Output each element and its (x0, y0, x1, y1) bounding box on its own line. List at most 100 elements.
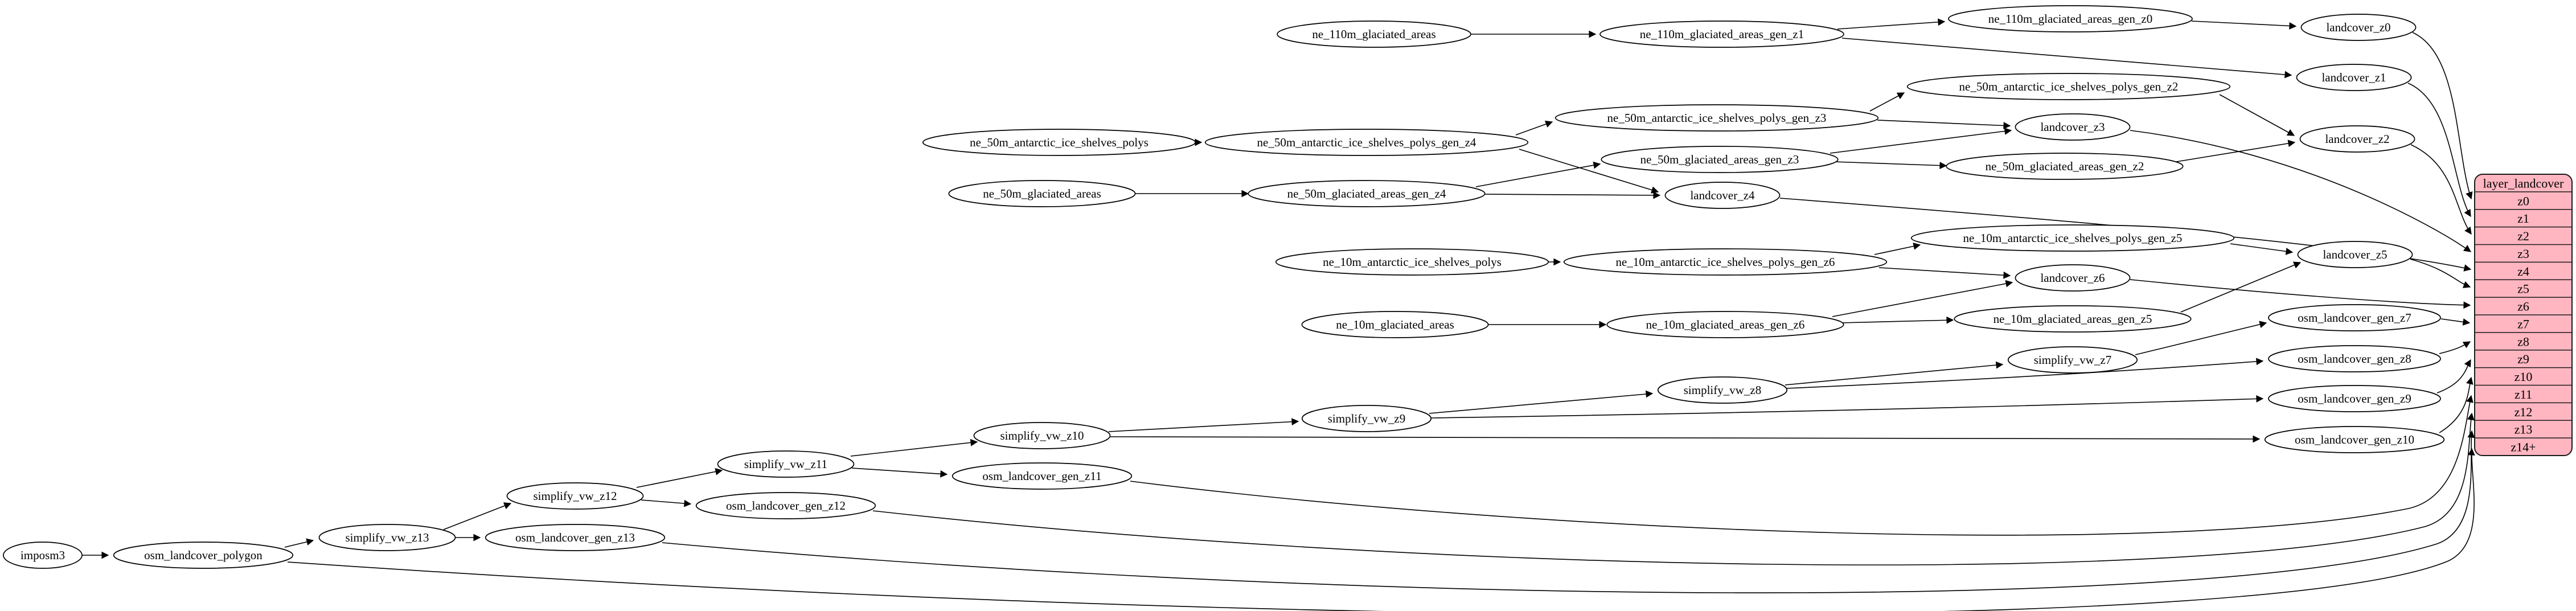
edge-ne_10m_glaciated_areas_gen_z6--ne_10m_glaciated_areas_gen_z5 (1840, 316, 1954, 324)
table-row-z7: z7 (2517, 317, 2529, 331)
node-osm_landcover_gen_z13: osm_landcover_gen_z13 (485, 524, 666, 551)
node-ne_50m_antarctic_ice_shelves_polys_gen_z2: ne_50m_antarctic_ice_shelves_polys_gen_z… (1906, 73, 2231, 100)
node-ne_110m_glaciated_areas: ne_110m_glaciated_areas (1277, 20, 1471, 48)
table-row-z14+: z14+ (2511, 440, 2536, 454)
node-landcover_z0: landcover_z0 (2300, 14, 2417, 41)
node-label-osm_landcover_gen_z13: osm_landcover_gen_z13 (515, 531, 635, 544)
node-osm_landcover_gen_z11: osm_landcover_gen_z11 (951, 462, 1133, 490)
layer-landcover-table: layer_landcoverz0z1z2z3z4z5z6z7z8z9z10z1… (2474, 174, 2573, 456)
edge-ne_10m_antarctic_ice_shelves_polys_gen_z6--landcover_z6 (1878, 267, 2011, 279)
node-landcover_z1: landcover_z1 (2296, 64, 2412, 91)
table-row-z11: z11 (2515, 387, 2532, 401)
edge-ne_50m_antarctic_ice_shelves_polys_gen_z2--landcover_z2 (2219, 94, 2295, 136)
nodes-layer: ne_110m_glaciated_areas ne_110m_glaciated… (3, 5, 2445, 569)
node-simplify_vw_z9: simplify_vw_z9 (1301, 405, 1432, 432)
edge-ne_50m_antarctic_ice_shelves_polys_gen_z3--ne_50m_antarctic_ice_shelves_polys_gen_z2 (1869, 92, 1905, 112)
node-imposm3: imposm3 (3, 542, 83, 569)
edge-ne_10m_glaciated_areas_gen_z5--landcover_z5 (2180, 261, 2302, 313)
edge-ne_50m_antarctic_ice_shelves_polys_gen_z3--landcover_z3 (1877, 120, 2011, 129)
node-osm_landcover_gen_z8: osm_landcover_gen_z8 (2268, 345, 2441, 372)
node-label-osm_landcover_gen_z9: osm_landcover_gen_z9 (2298, 392, 2411, 405)
edge-simplify_vw_z12--osm_landcover_gen_z12 (641, 499, 692, 507)
node-simplify_vw_z10: simplify_vw_z10 (973, 422, 1111, 449)
node-landcover_z6: landcover_z6 (2015, 264, 2131, 292)
table-row-z10: z10 (2515, 370, 2533, 384)
node-label-simplify_vw_z13: simplify_vw_z13 (346, 531, 429, 544)
edge-simplify_vw_z9--simplify_vw_z8 (1429, 390, 1654, 414)
node-label-landcover_z4: landcover_z4 (1690, 188, 1755, 202)
node-osm_landcover_gen_z12: osm_landcover_gen_z12 (695, 492, 876, 519)
edge-osm_landcover_gen_z12--layer_landcover.z12 (872, 412, 2475, 565)
node-osm_landcover_polygon: osm_landcover_polygon (113, 542, 294, 569)
node-ne_10m_antarctic_ice_shelves_polys: ne_10m_antarctic_ice_shelves_polys (1275, 248, 1549, 276)
node-osm_landcover_gen_z9: osm_landcover_gen_z9 (2268, 385, 2441, 412)
edge-ne_50m_glaciated_areas_gen_z2--landcover_z2 (2176, 140, 2296, 162)
table-row-z6: z6 (2517, 300, 2529, 314)
node-ne_50m_antarctic_ice_shelves_polys_gen_z3: ne_50m_antarctic_ice_shelves_polys_gen_z… (1554, 104, 1879, 132)
node-ne_110m_glaciated_areas_gen_z1: ne_110m_glaciated_areas_gen_z1 (1599, 20, 1844, 48)
node-label-ne_110m_glaciated_areas: ne_110m_glaciated_areas (1312, 27, 1435, 41)
edge-simplify_vw_z8--simplify_vw_z7 (1785, 361, 2004, 386)
edge-ne_50m_glaciated_areas_gen_z3--ne_50m_glaciated_areas_gen_z2 (1833, 161, 1947, 169)
node-label-ne_50m_antarctic_ice_shelves_polys: ne_50m_antarctic_ice_shelves_polys (970, 136, 1148, 149)
table-row-z4: z4 (2517, 264, 2529, 278)
edge-simplify_vw_z8--osm_landcover_gen_z8 (1786, 358, 2264, 389)
node-label-osm_landcover_polygon: osm_landcover_polygon (144, 548, 262, 562)
table-row-z1: z1 (2517, 211, 2529, 225)
edge-ne_110m_glaciated_areas_gen_z0--landcover_z0 (2191, 20, 2297, 30)
table-row-z13: z13 (2515, 423, 2533, 437)
node-simplify_vw_z8: simplify_vw_z8 (1657, 376, 1788, 404)
node-label-osm_landcover_gen_z7: osm_landcover_gen_z7 (2298, 311, 2411, 325)
node-ne_10m_antarctic_ice_shelves_polys_gen_z5: ne_10m_antarctic_ice_shelves_polys_gen_z… (1910, 224, 2235, 252)
edge-simplify_vw_z11--osm_landcover_gen_z11 (851, 468, 948, 478)
edge-ne_50m_glaciated_areas_gen_z4--ne_50m_glaciated_areas_gen_z3 (1475, 161, 1601, 187)
edge-ne_50m_glaciated_areas_gen_z4--landcover_z4 (1480, 191, 1661, 199)
node-ne_50m_glaciated_areas_gen_z3: ne_50m_glaciated_areas_gen_z3 (1601, 146, 1839, 173)
edge-simplify_vw_z9--osm_landcover_gen_z9 (1430, 395, 2264, 419)
node-label-ne_10m_antarctic_ice_shelves_polys_gen_z6: ne_10m_antarctic_ice_shelves_polys_gen_z… (1616, 255, 1835, 269)
edge-landcover_z3--layer_landcover.z3 (2130, 130, 2472, 252)
node-label-osm_landcover_gen_z8: osm_landcover_gen_z8 (2298, 352, 2411, 366)
node-landcover_z2: landcover_z2 (2299, 125, 2415, 153)
node-label-landcover_z6: landcover_z6 (2040, 271, 2105, 285)
edge-ne_110m_glaciated_areas_gen_z1--landcover_z1 (1841, 38, 2292, 79)
node-label-osm_landcover_gen_z10: osm_landcover_gen_z10 (2295, 433, 2414, 446)
edge-ne_110m_glaciated_areas_gen_z1--ne_110m_glaciated_areas_gen_z0 (1837, 18, 1946, 30)
edge-ne_10m_antarctic_ice_shelves_polys_gen_z5--landcover_z5 (2230, 243, 2294, 255)
edge-simplify_vw_z13--simplify_vw_z12 (443, 502, 512, 530)
edge-ne_10m_glaciated_areas_gen_z6--landcover_z6 (1832, 280, 2013, 317)
edge-osm_landcover_polygon--layer_landcover.z14+ (287, 448, 2475, 611)
edge-simplify_vw_z10--simplify_vw_z9 (1108, 418, 1299, 432)
node-landcover_z5: landcover_z5 (2297, 241, 2413, 268)
table-title: layer_landcover (2483, 176, 2564, 190)
table-row-z8: z8 (2517, 334, 2529, 348)
node-label-landcover_z2: landcover_z2 (2325, 132, 2389, 146)
node-label-ne_10m_glaciated_areas: ne_10m_glaciated_areas (1336, 318, 1454, 331)
node-label-ne_110m_glaciated_areas_gen_z0: ne_110m_glaciated_areas_gen_z0 (1988, 12, 2152, 26)
node-label-ne_10m_antarctic_ice_shelves_polys_gen_z5: ne_10m_antarctic_ice_shelves_polys_gen_z… (1963, 231, 2183, 245)
edge-osm_landcover_gen_z13--layer_landcover.z13 (662, 430, 2475, 593)
node-ne_10m_glaciated_areas_gen_z6: ne_10m_glaciated_areas_gen_z6 (1606, 311, 1844, 338)
table-row-z0: z0 (2517, 194, 2529, 208)
table-row-z3: z3 (2517, 247, 2529, 261)
node-label-osm_landcover_gen_z12: osm_landcover_gen_z12 (726, 499, 846, 512)
node-label-landcover_z3: landcover_z3 (2040, 120, 2105, 134)
edge-ne_50m_glaciated_areas_gen_z3--landcover_z3 (1830, 128, 2012, 154)
node-label-ne_50m_antarctic_ice_shelves_polys_gen_z3: ne_50m_antarctic_ice_shelves_polys_gen_z… (1607, 111, 1827, 125)
node-label-landcover_z5: landcover_z5 (2323, 248, 2387, 261)
node-label-landcover_z0: landcover_z0 (2326, 20, 2390, 34)
node-label-ne_10m_glaciated_areas_gen_z6: ne_10m_glaciated_areas_gen_z6 (1646, 318, 1805, 331)
node-label-ne_50m_glaciated_areas: ne_50m_glaciated_areas (983, 187, 1101, 200)
node-label-ne_10m_antarctic_ice_shelves_polys: ne_10m_antarctic_ice_shelves_polys (1323, 255, 1502, 269)
node-ne_50m_antarctic_ice_shelves_polys_gen_z4: ne_50m_antarctic_ice_shelves_polys_gen_z… (1204, 129, 1529, 156)
edge-simplify_vw_z7--osm_landcover_gen_z7 (2135, 321, 2267, 355)
node-osm_landcover_gen_z7: osm_landcover_gen_z7 (2268, 304, 2441, 331)
node-ne_10m_glaciated_areas_gen_z5: ne_10m_glaciated_areas_gen_z5 (1954, 305, 2192, 333)
table-row-z9: z9 (2517, 352, 2529, 366)
edge-simplify_vw_z11--simplify_vw_z10 (850, 438, 978, 457)
edge-osm_landcover_gen_z8--layer_landcover.z8 (2439, 341, 2471, 354)
node-label-ne_110m_glaciated_areas_gen_z1: ne_110m_glaciated_areas_gen_z1 (1640, 27, 1804, 41)
edge-landcover_z2--layer_landcover.z2 (2410, 144, 2472, 235)
